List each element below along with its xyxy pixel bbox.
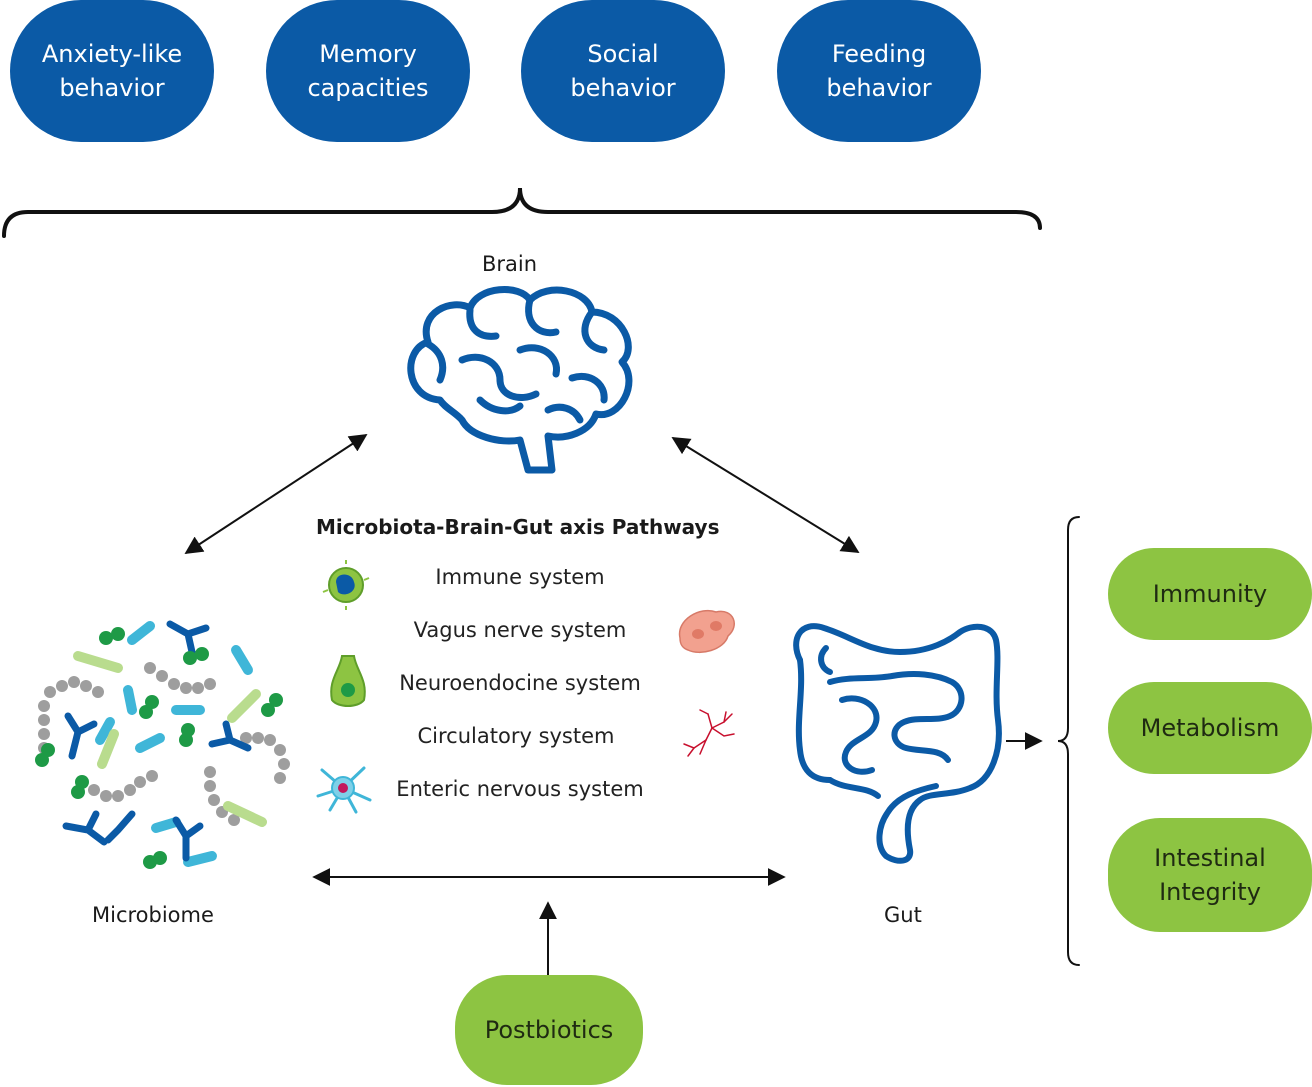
- right-brace: [1057, 516, 1080, 966]
- gut-label: Gut: [884, 903, 922, 927]
- behavior-feeding: Feeding behavior: [777, 0, 981, 142]
- pathway-neuroendocrine: Neuroendocine system: [399, 671, 641, 695]
- neuroendocrine-cell-icon: [330, 655, 366, 707]
- postbiotics-box: Postbiotics: [455, 975, 643, 1085]
- microbiome-icon: [35, 620, 290, 869]
- immune-cell-icon: [322, 560, 370, 610]
- arrow-brain-microbiome: [184, 434, 368, 554]
- neuron-icon: [316, 766, 372, 814]
- effect-intestinal-integrity: Intestinal Integrity: [1108, 818, 1312, 932]
- pathway-circulatory: Circulatory system: [417, 724, 615, 748]
- behavior-anxiety: Anxiety-like behavior: [10, 0, 214, 142]
- vagus-nerve-icon: [678, 609, 735, 654]
- arrow-brain-gut: [671, 437, 860, 553]
- effect-metabolism: Metabolism: [1108, 682, 1312, 774]
- pathway-vagus: Vagus nerve system: [413, 618, 627, 642]
- blood-vessel-icon: [683, 709, 735, 757]
- behavior-memory: Memory capacities: [266, 0, 470, 142]
- effect-immunity: Immunity: [1108, 548, 1312, 640]
- brain-label: Brain: [482, 252, 538, 276]
- top-brace: [2, 187, 1042, 238]
- pathways-title: Microbiota-Brain-Gut axis Pathways: [316, 515, 720, 539]
- brain-icon: [407, 286, 633, 474]
- pathway-immune: Immune system: [435, 565, 605, 589]
- gut-icon: [793, 623, 1002, 864]
- pathway-enteric: Enteric nervous system: [396, 777, 644, 801]
- behavior-social: Social behavior: [521, 0, 725, 142]
- microbiome-label: Microbiome: [92, 903, 214, 927]
